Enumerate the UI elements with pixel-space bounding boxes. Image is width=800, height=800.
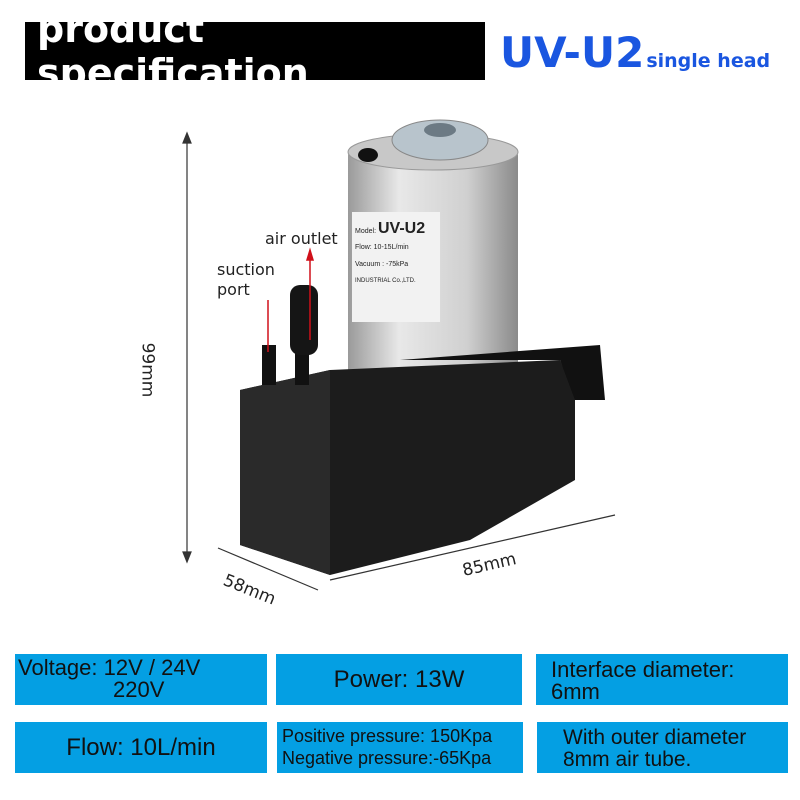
model-name: UV-U2 <box>500 28 645 77</box>
label-model: UV-U2 <box>377 220 426 237</box>
spec-voltage: Voltage: 12V / 24V 220V <box>15 654 267 705</box>
width-dimension-line <box>329 514 616 581</box>
interface-line2: 6mm <box>551 679 600 704</box>
pump-illustration <box>182 119 616 591</box>
suction-port-label-line2: port <box>217 280 250 299</box>
height-dimension: 99mm <box>137 342 158 398</box>
spec-power: Power: 13W <box>276 654 522 705</box>
negative-pressure: Negative pressure:-65Kpa <box>282 748 492 768</box>
label-flow: Flow: 10-15L/min <box>355 244 409 251</box>
product-label: Model: UV-U2 Flow: 10-15L/min Vacuum : -… <box>355 220 440 284</box>
tube-line2: 8mm air tube. <box>563 748 692 771</box>
voltage-line1: Voltage: 12V / 24V <box>18 655 201 680</box>
depth-dimension-line <box>217 547 319 591</box>
positive-pressure: Positive pressure: 150Kpa <box>282 726 493 746</box>
spec-flow: Flow: 10L/min <box>15 722 267 773</box>
label-vacuum: Vacuum : -75kPa <box>355 261 409 268</box>
callout-arrows <box>267 247 315 352</box>
spec-interface: Interface diameter: 6mm <box>536 654 788 705</box>
suction-port-label-line1: suction <box>217 260 275 279</box>
label-model-prefix: Model: <box>355 228 377 235</box>
air-outlet-label: air outlet <box>265 229 338 248</box>
height-dimension-line <box>182 131 192 564</box>
suction-port <box>262 345 276 385</box>
air-outlet-port <box>295 350 309 385</box>
model-heading: UV-U2 single head <box>500 28 770 77</box>
flow-text: Flow: 10L/min <box>66 733 216 761</box>
voltage-line2: 220V <box>113 677 165 702</box>
interface-line1: Interface diameter: <box>551 657 735 682</box>
spec-pressure: Positive pressure: 150Kpa Negative press… <box>277 722 523 773</box>
power-text: Power: 13W <box>333 665 465 693</box>
label-maker: INDUSTRIAL Co.,LTD. <box>355 278 416 284</box>
tube-line1: With outer diameter <box>563 726 747 749</box>
model-variant: single head <box>646 50 771 72</box>
spec-tube: With outer diameter 8mm air tube. <box>537 722 788 773</box>
